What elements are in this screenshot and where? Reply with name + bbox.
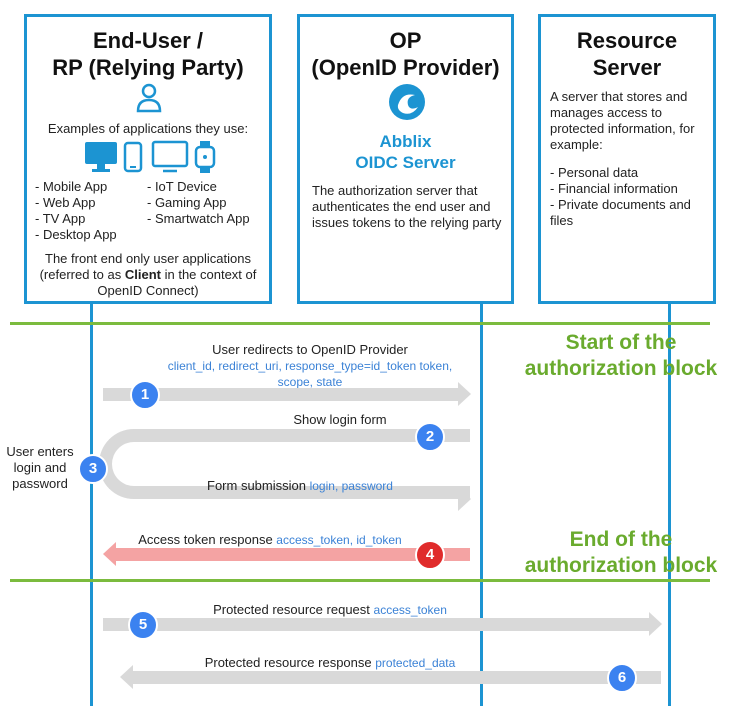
rs-box: Resource Server A server that stores and… [538,14,716,304]
step6-arrow [133,671,661,684]
rs-description: A server that stores and manages access … [550,89,695,152]
step4-arrow [116,548,470,561]
app-item: - TV App [35,211,86,226]
rs-item: - Personal data [550,165,639,180]
rs-title: Resource Server [576,28,678,80]
op-title: OP (OpenID Provider) [311,28,500,80]
step5-message: Protected resource request access_token [213,602,447,617]
app-item: - Mobile App [35,179,108,194]
op-lifeline [480,304,483,706]
step5-arrowhead [649,612,662,636]
step2-badge: 2 [415,422,445,452]
step4-message: Access token response access_token, id_t… [138,532,402,547]
step1-badge: 1 [130,380,160,410]
app-item: - Gaming App [147,195,227,210]
step6-badge: 6 [607,663,637,693]
step1-params: client_id, redirect_uri, response_type=i… [167,359,453,389]
rp-lifeline [90,304,93,706]
step1-message: User redirects to OpenID Provider client… [150,342,470,390]
user-icon [136,83,162,113]
rp-box: End-User / RP (Relying Party) Examples o… [24,14,272,304]
step4-badge: 4 [415,540,445,570]
op-brand: Abblix OIDC Server [355,132,456,172]
step1-label: User redirects to OpenID Provider [212,342,408,357]
desktop-icon [85,142,117,172]
rs-item: - Financial information [550,181,678,196]
step4-arrowhead [103,542,116,566]
rp-title: End-User / RP (Relying Party) [52,28,244,80]
step2-label: Show login form [293,412,387,427]
abblix-logo-icon [389,84,425,120]
phone-icon [123,141,143,173]
step3-badge: 3 [78,454,108,484]
start-divider [10,322,710,325]
apps-col2: - IoT Device - Gaming App - Smartwatch A… [147,179,250,227]
rs-items: - Personal data - Financial information … [550,165,707,229]
op-box: OP (OpenID Provider) Abblix OIDC Server … [297,14,514,304]
smartwatch-icon [194,141,216,173]
end-block-title: End of the authorization block [524,528,718,577]
app-item: - Desktop App [35,227,117,242]
step5-badge: 5 [128,610,158,640]
apps-col1: - Mobile App - Web App - TV App - Deskto… [35,179,117,243]
rs-item: - Private documents and files [550,197,691,228]
step5-arrow [103,618,649,631]
end-divider [10,579,710,582]
op-description: The authorization server that authentica… [312,183,502,230]
rs-lifeline [668,304,671,706]
step3-arrowhead [458,487,471,511]
examples-heading: Examples of applications they use: [47,121,249,136]
step3-label: User enters login and password [6,444,74,491]
step6-arrowhead [120,665,133,689]
step1-arrowhead [458,382,471,406]
app-item: - Smartwatch App [147,211,250,226]
rp-footer: The front end only user applications (re… [39,251,257,298]
step1-arrow [103,388,458,401]
start-block-title: Start of the authorization block [524,331,718,380]
step3-loop-arrow [99,429,470,499]
app-item: - Web App [35,195,96,210]
tv-icon [151,140,189,173]
step3-form-submission: Form submission login, password [207,478,393,493]
step6-message: Protected resource response protected_da… [204,655,456,670]
app-item: - IoT Device [147,179,217,194]
